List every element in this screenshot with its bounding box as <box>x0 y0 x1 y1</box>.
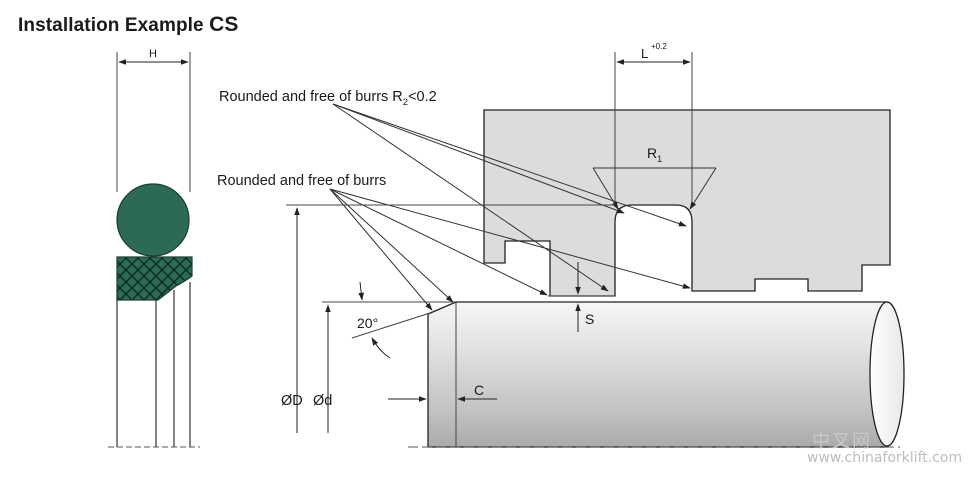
angle-label: 20° <box>357 315 378 331</box>
h-label: H <box>149 48 157 60</box>
seal-ring-section <box>116 256 193 301</box>
watermark-chinese: 中叉网 <box>812 431 872 452</box>
c-dimension: C <box>388 382 497 402</box>
watermark-url: www.chinaforklift.com <box>807 450 963 466</box>
angle-chamfer-extension <box>351 312 431 339</box>
r2-leader-3 <box>332 103 687 227</box>
l-label: L <box>641 46 648 61</box>
c-label: C <box>474 382 484 398</box>
callout-r2-leaders <box>332 103 687 292</box>
angle-arrow-top <box>358 281 364 301</box>
r1-leader-right <box>689 167 717 210</box>
diameter-dimensions: ØD Ød <box>281 204 615 433</box>
angle-dimension: 20° <box>322 281 455 359</box>
housing-body <box>483 109 891 297</box>
shaft-end-face <box>869 301 905 447</box>
dia-D-label: ØD <box>281 393 303 409</box>
r1-callout: R1 <box>592 145 717 210</box>
s-label: S <box>585 311 594 327</box>
r2-leader-2 <box>332 103 625 214</box>
shaft <box>408 301 905 448</box>
r2-leader-1 <box>332 103 609 292</box>
seal-cross-section: H <box>108 48 200 448</box>
r1-label: R1 <box>647 145 662 164</box>
o-ring-section <box>116 183 190 257</box>
housing <box>483 109 891 297</box>
diagram-title: Installation Example CS <box>18 13 239 37</box>
title-suffix: CS <box>209 13 239 36</box>
r1-leader-left <box>592 167 619 210</box>
title-main: Installation Example <box>18 15 204 36</box>
s-dimension: S <box>548 262 615 332</box>
shaft-body <box>427 301 889 448</box>
plain-leader-1 <box>329 188 433 311</box>
plain-leader-2 <box>329 188 454 303</box>
callout-plain-text: Rounded and free of burrs <box>217 173 386 189</box>
dia-d-label: Ød <box>313 393 332 409</box>
l-tolerance: +0.2 <box>651 42 667 51</box>
callout-r2-text: Rounded and free of burrs R2<0.2 <box>219 89 437 108</box>
angle-arrow-bottom <box>371 337 391 359</box>
l-dimension: L +0.2 <box>614 42 693 205</box>
plain-leader-3 <box>329 188 548 296</box>
